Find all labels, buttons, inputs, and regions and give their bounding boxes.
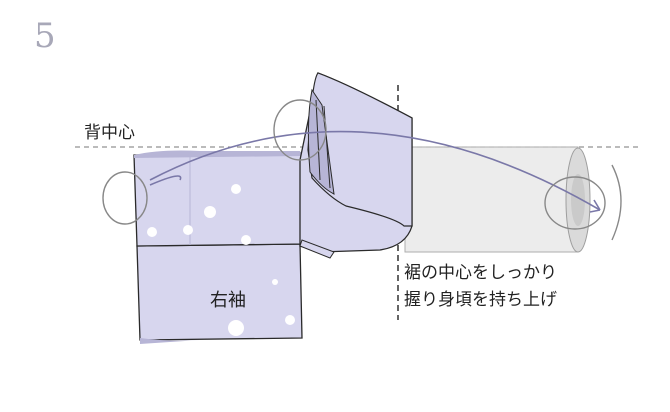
hem-instruction-line1: 裾の中心をしっかり (404, 263, 557, 283)
flower-motifs (147, 184, 295, 336)
center-back-label: 背中心 (84, 123, 135, 143)
step-number: 5 (34, 16, 56, 56)
movement-arrow (149, 130, 601, 213)
upper-body-panel (133, 150, 305, 247)
hem-instruction-label: 裾の中心をしっかり 握り身頃を持ち上げ (404, 260, 557, 314)
lifted-hem-fold (299, 72, 413, 259)
hem-instruction-line2: 握り身頃を持ち上げ (404, 290, 557, 310)
ghost-hem-position (404, 146, 591, 253)
grip-indicators (102, 99, 622, 241)
right-sleeve-label: 右袖 (210, 290, 246, 311)
